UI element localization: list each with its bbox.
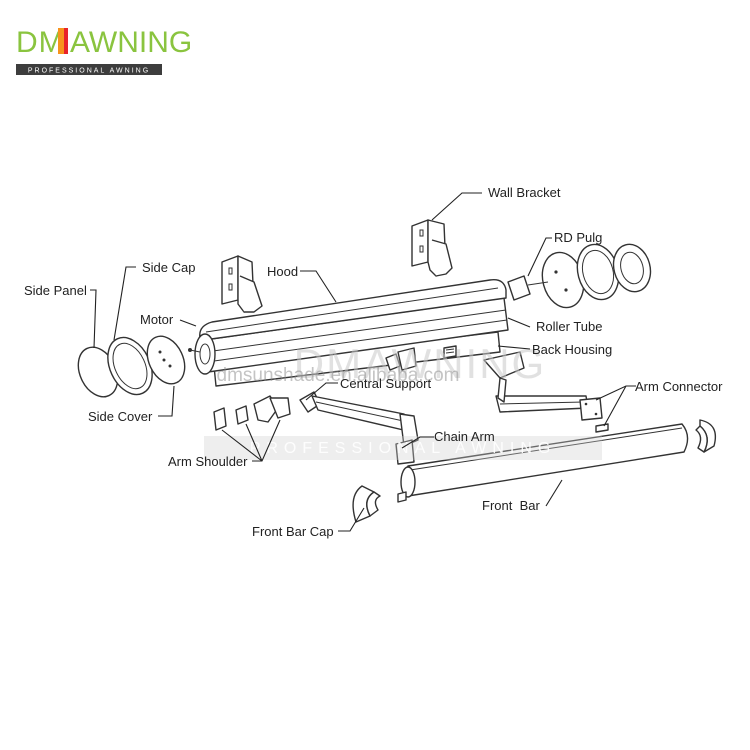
label-roller-tube: Roller Tube — [536, 319, 602, 334]
chain-arm-right — [483, 351, 589, 413]
watermark: DMAWNING dmsunshade.en.alibaba.com PROFE… — [204, 340, 602, 460]
logo-bar-orange — [58, 28, 64, 54]
chain-arm-left — [299, 391, 419, 465]
watermark-url: dmsunshade.en.alibaba.com — [217, 365, 460, 386]
arm-shoulder-parts — [213, 395, 291, 431]
hood-and-roller-tube — [188, 279, 509, 387]
label-arm-connector: Arm Connector — [635, 379, 723, 394]
central-support-parts — [385, 345, 457, 371]
label-central-support: Central Support — [340, 376, 431, 391]
logo-bar-red — [64, 28, 68, 54]
label-hood: Hood — [267, 264, 298, 279]
wall-bracket-right — [411, 219, 453, 277]
label-side-cap: Side Cap — [142, 260, 195, 275]
label-arm-shoulder: Arm Shoulder — [168, 454, 248, 469]
arm-connector-parts — [579, 397, 609, 433]
label-chain-arm: Chain Arm — [434, 429, 495, 444]
leader-lines — [90, 192, 636, 532]
watermark-brand: DMAWNING — [294, 340, 546, 387]
logo-awning: AWNING — [70, 26, 192, 59]
logo-tagline: PROFESSIONAL AWNING — [28, 68, 150, 75]
front-bar-cap-left — [352, 485, 381, 523]
label-rd-pulg: RD Pulg — [554, 230, 602, 245]
watermark-tagline: PROFESSIONAL AWNING — [250, 440, 557, 457]
logo-tagline-bar — [16, 64, 162, 75]
side-cover — [146, 335, 186, 385]
label-front-bar: Front Bar — [482, 498, 540, 513]
front-bar-cap-right — [695, 419, 717, 453]
label-front-bar-cap: Front Bar Cap — [252, 524, 334, 539]
wall-bracket-left — [221, 255, 263, 313]
label-side-panel: Side Panel — [24, 283, 87, 298]
brand-logo: DM AWNING PROFESSIONAL AWNING — [16, 26, 192, 75]
logo-dm: DM — [16, 26, 65, 59]
label-wall-bracket: Wall Bracket — [488, 185, 561, 200]
label-back-housing: Back Housing — [532, 342, 612, 357]
front-bar — [397, 423, 689, 503]
label-side-cover: Side Cover — [88, 409, 153, 424]
label-motor: Motor — [140, 312, 174, 327]
rd-pulg-assembly — [507, 243, 652, 309]
